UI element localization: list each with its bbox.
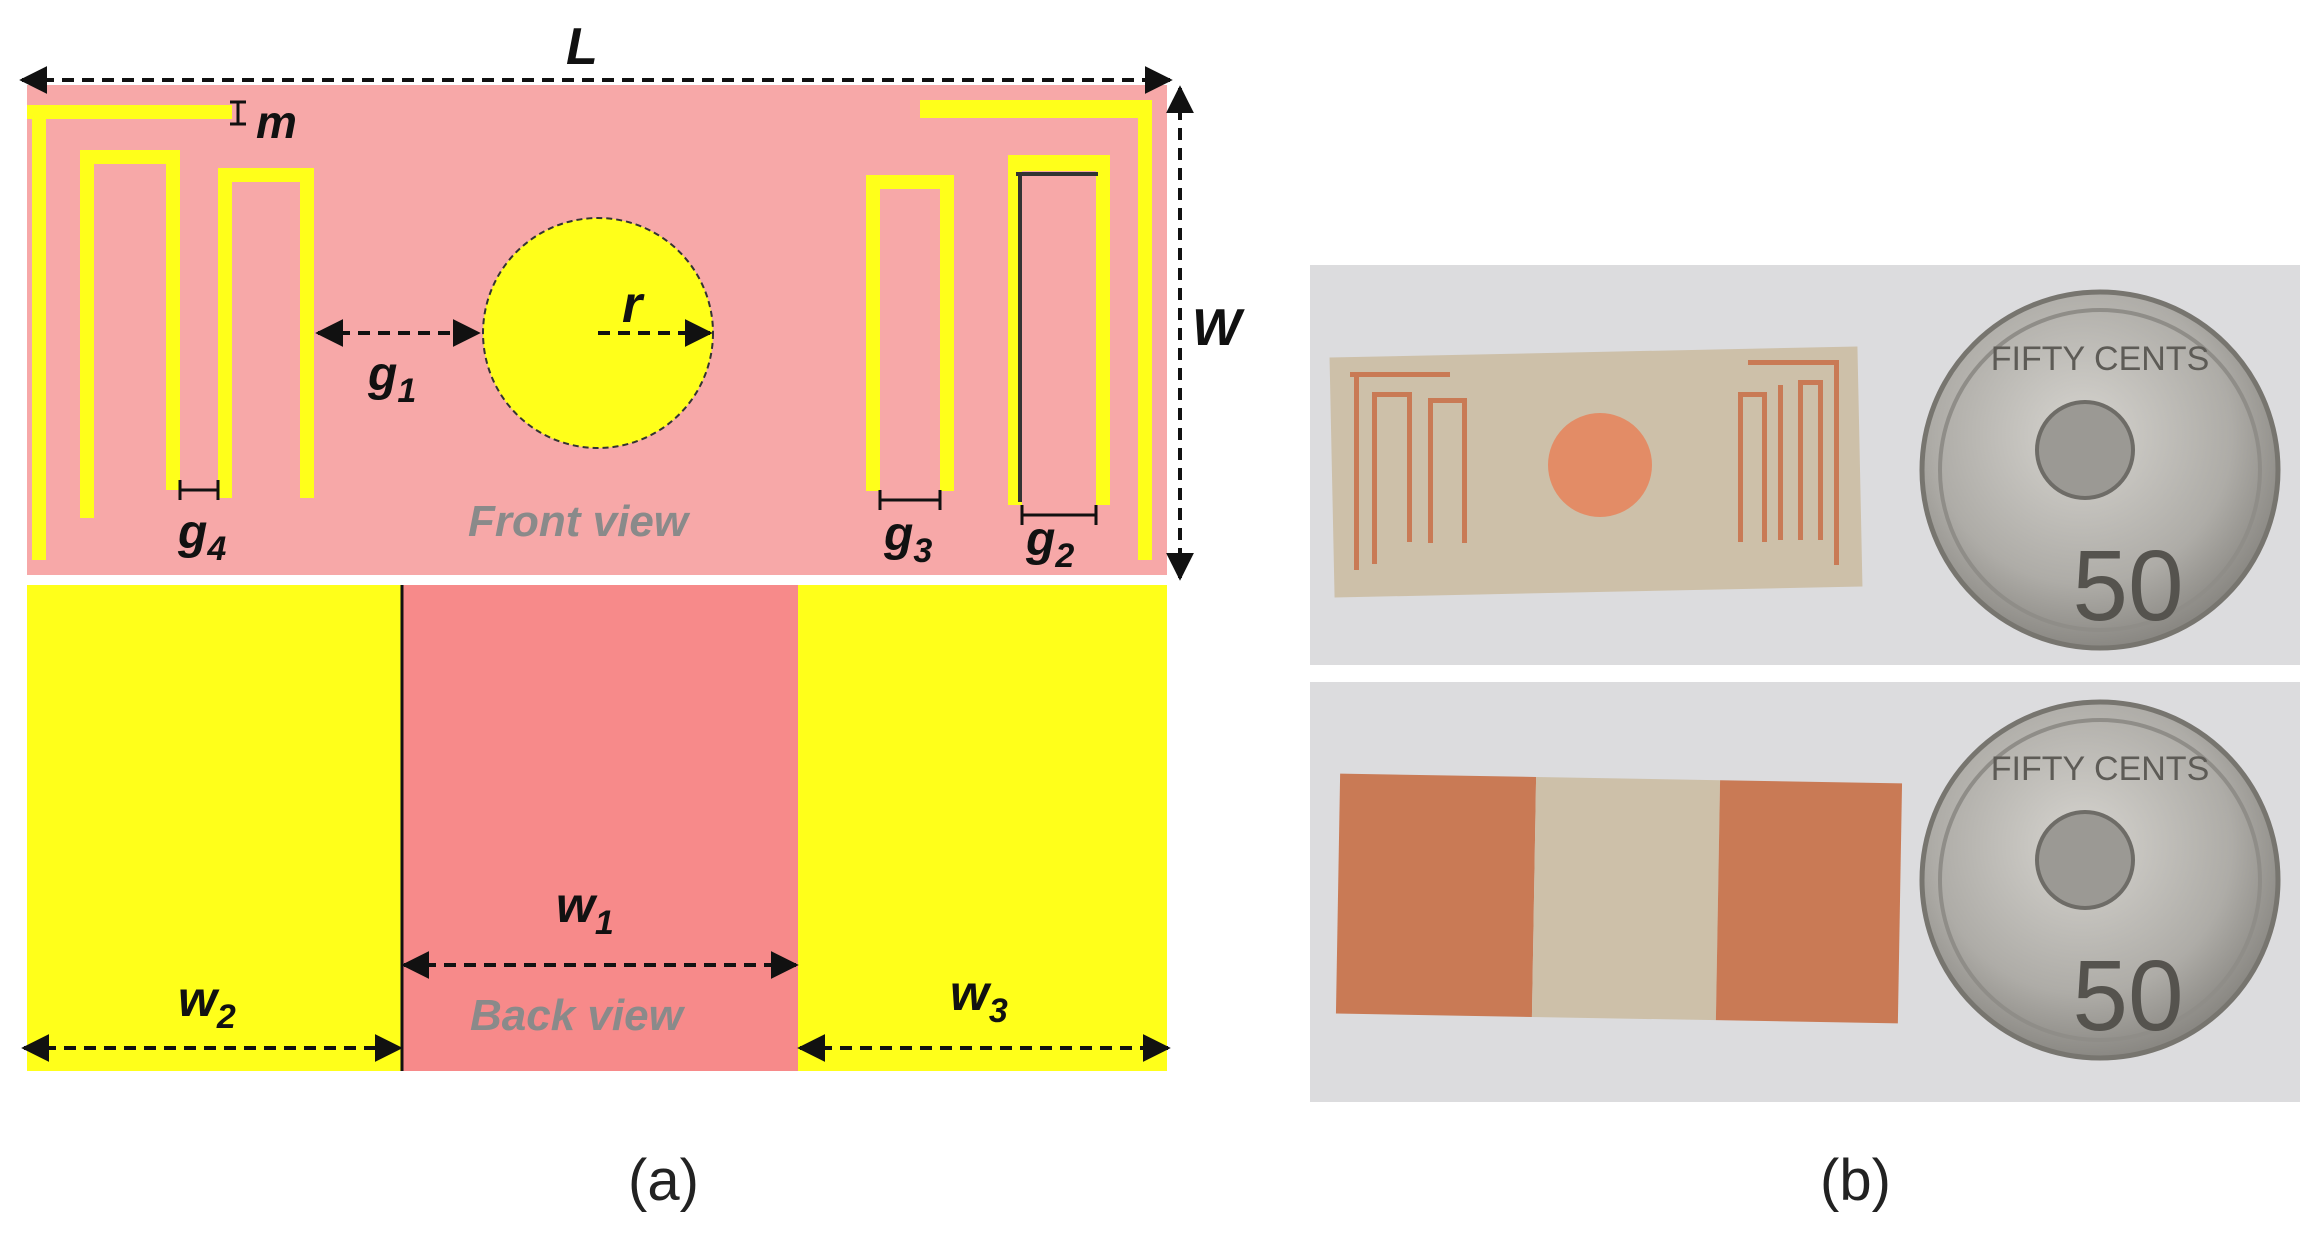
photo-back-side: FIFTY CENTS 50 bbox=[1310, 682, 2300, 1102]
dim-label-g4: g4 bbox=[177, 506, 226, 568]
back-view: w1 w2 w3 Back view bbox=[21, 585, 1171, 1071]
coin-top-text: FIFTY CENTS bbox=[1991, 750, 2210, 788]
photo-back-substrate bbox=[1531, 777, 1721, 1021]
front-view: m g1 r g4 bbox=[27, 85, 1167, 575]
right-meander-resonator bbox=[866, 100, 1152, 560]
dim-label-r: r bbox=[622, 276, 645, 334]
dim-label-g2: g2 bbox=[1025, 513, 1074, 575]
back-ground-right bbox=[798, 585, 1167, 1071]
coin-flower-icon bbox=[2035, 810, 2135, 910]
dim-label-L: L bbox=[566, 18, 598, 76]
front-view-label: Front view bbox=[468, 497, 691, 546]
photo-front-left-resonator bbox=[1350, 372, 1467, 570]
dim-label-w2: w2 bbox=[178, 971, 236, 1036]
photo-front-coin: FIFTY CENTS 50 bbox=[1919, 289, 2281, 651]
coin-top-text: FIFTY CENTS bbox=[1991, 340, 2210, 378]
dim-label-w3: w3 bbox=[950, 965, 1008, 1030]
g4-dimension-marker bbox=[178, 480, 220, 500]
m-dimension-marker bbox=[230, 100, 246, 126]
back-substrate-center bbox=[402, 585, 798, 1071]
dim-label-W: W bbox=[1192, 299, 1245, 357]
photo-front-right-resonator bbox=[1738, 360, 1839, 565]
photo-back-ground-left bbox=[1335, 773, 1537, 1017]
g2-dimension-marker bbox=[1020, 505, 1098, 525]
caption-a: (a) bbox=[628, 1148, 699, 1213]
g3-dimension-marker bbox=[878, 490, 942, 510]
back-view-label: Back view bbox=[470, 991, 686, 1040]
photo-back-ground-right bbox=[1715, 780, 1903, 1024]
dim-label-w1: w1 bbox=[556, 877, 614, 942]
coin-value: 50 bbox=[2072, 530, 2183, 642]
photo-front-side: FIFTY CENTS 50 bbox=[1310, 265, 2300, 665]
antenna-design-diagram: m g1 r g4 bbox=[19, 18, 1245, 1071]
coin-flower-icon bbox=[2035, 400, 2135, 500]
dim-label-m: m bbox=[256, 96, 297, 148]
back-ground-left bbox=[27, 585, 402, 1071]
dim-label-g1: g1 bbox=[367, 348, 416, 410]
photo-front-patch bbox=[1548, 413, 1652, 517]
left-meander-resonator bbox=[27, 105, 314, 560]
photo-back-coin: FIFTY CENTS 50 bbox=[1919, 699, 2281, 1061]
dim-label-g3: g3 bbox=[883, 508, 932, 570]
caption-b: (b) bbox=[1820, 1148, 1891, 1213]
prototype-photos: FIFTY CENTS 50 FIFTY CENTS 50 bbox=[1310, 265, 2300, 1102]
coin-value: 50 bbox=[2072, 940, 2183, 1052]
